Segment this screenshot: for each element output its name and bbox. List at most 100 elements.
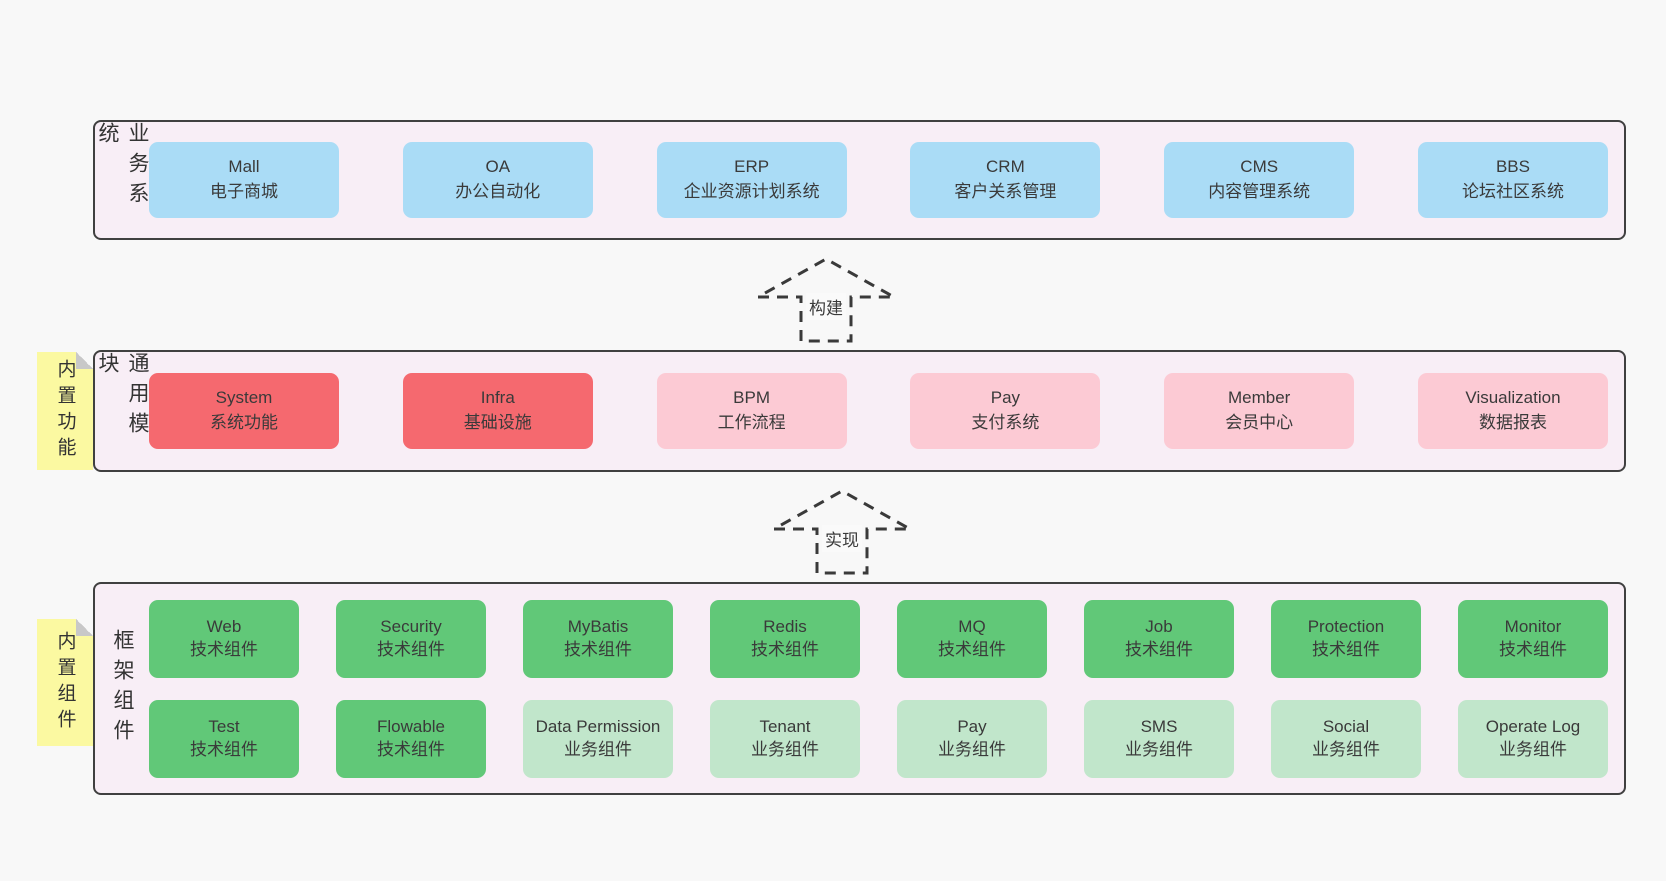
box-title: Tenant xyxy=(759,717,811,737)
box-infra: Infra 基础设施 xyxy=(402,373,593,449)
sticky-note-builtin-features: 内置功能 xyxy=(37,352,93,470)
box-title: CRM xyxy=(986,157,1025,177)
section-label-framework-components: 框架组件 xyxy=(111,628,134,749)
box-operate-log: Operate Log 业务组件 xyxy=(1458,699,1608,778)
box-title: Redis xyxy=(763,617,807,637)
box-title: CMS xyxy=(1240,157,1279,177)
box-subtitle: 办公自动化 xyxy=(455,182,541,201)
box-subtitle: 客户关系管理 xyxy=(954,182,1057,201)
box-subtitle: 论坛社区系统 xyxy=(1461,182,1564,201)
box-crm: CRM 客户关系管理 xyxy=(910,142,1101,218)
box-title: System xyxy=(215,388,273,408)
box-subtitle: 企业资源计划系统 xyxy=(683,182,820,201)
box-subtitle: 业务组件 xyxy=(1312,739,1380,759)
box-subtitle: 数据报表 xyxy=(1478,413,1547,432)
build-arrow-label: 构建 xyxy=(806,293,846,320)
box-web: Web 技术组件 xyxy=(149,599,299,678)
box-title: SMS xyxy=(1140,717,1178,737)
section-common-modules: 通用模块 System 系统功能 Infra 基础设施 BPM 工作流程 Pay… xyxy=(93,350,1626,472)
box-flowable: Flowable 技术组件 xyxy=(336,699,486,778)
box-subtitle: 技术组件 xyxy=(564,639,632,659)
box-subtitle: 技术组件 xyxy=(1499,639,1567,659)
box-title: BPM xyxy=(733,388,771,408)
sticky-note-label: 内置功能 xyxy=(54,359,76,463)
box-test: Test 技术组件 xyxy=(149,699,299,778)
box-subtitle: 技术组件 xyxy=(938,639,1006,659)
box-redis: Redis 技术组件 xyxy=(710,599,860,678)
box-subtitle: 电子商城 xyxy=(210,182,278,201)
box-bpm: BPM 工作流程 xyxy=(656,373,847,449)
box-subtitle: 业务组件 xyxy=(1499,739,1567,759)
box-subtitle: 会员中心 xyxy=(1225,413,1294,432)
implement-arrow: 实现 xyxy=(772,489,912,575)
box-social: Social 业务组件 xyxy=(1271,699,1421,778)
box-tenant: Tenant 业务组件 xyxy=(710,699,860,778)
box-pay-component: Pay 业务组件 xyxy=(897,699,1047,778)
box-title: Monitor xyxy=(1504,617,1562,637)
box-cms: CMS 内容管理系统 xyxy=(1164,142,1355,218)
box-title: Flowable xyxy=(376,717,446,737)
box-title: Pay xyxy=(957,717,987,737)
framework-row-1: Web 技术组件 Security 技术组件 MyBatis 技术组件 Redi… xyxy=(149,599,1608,678)
box-subtitle: 技术组件 xyxy=(190,739,258,759)
box-title: Social xyxy=(1322,717,1370,737)
box-mall: Mall 电子商城 xyxy=(149,142,339,218)
box-subtitle: 技术组件 xyxy=(377,739,445,759)
box-title: Job xyxy=(1145,617,1173,637)
section-business-systems: 业务系统 Mall 电子商城 OA 办公自动化 ERP 企业资源计划系统 CRM… xyxy=(93,120,1626,240)
box-title: Operate Log xyxy=(1485,717,1581,737)
box-title: Web xyxy=(206,617,242,637)
section-label-business-systems: 业务系统 xyxy=(96,122,149,212)
box-system: System 系统功能 xyxy=(149,373,339,449)
section-framework-components: 框架组件 Web 技术组件 Security 技术组件 MyBatis 技术组件… xyxy=(93,582,1626,795)
box-title: ERP xyxy=(734,157,770,177)
box-member: Member 会员中心 xyxy=(1164,373,1355,449)
sticky-note-label: 内置组件 xyxy=(54,630,76,735)
box-subtitle: 业务组件 xyxy=(751,739,819,759)
box-title: Member xyxy=(1228,388,1291,408)
box-oa: OA 办公自动化 xyxy=(402,142,593,218)
box-title: MQ xyxy=(958,617,986,637)
box-job: Job 技术组件 xyxy=(1084,599,1234,678)
sticky-note-builtin-components: 内置组件 xyxy=(37,619,93,746)
framework-row-2: Test 技术组件 Flowable 技术组件 Data Permission … xyxy=(149,699,1608,778)
box-subtitle: 内容管理系统 xyxy=(1208,182,1311,201)
box-title: Mall xyxy=(228,157,260,177)
box-subtitle: 业务组件 xyxy=(1125,739,1193,759)
box-subtitle: 技术组件 xyxy=(751,639,819,659)
box-bbs: BBS 论坛社区系统 xyxy=(1417,142,1608,218)
business-boxes-row: Mall 电子商城 OA 办公自动化 ERP 企业资源计划系统 CRM 客户关系… xyxy=(149,122,1624,238)
framework-boxes: Web 技术组件 Security 技术组件 MyBatis 技术组件 Redi… xyxy=(149,584,1624,793)
box-mybatis: MyBatis 技术组件 xyxy=(523,599,673,678)
box-title: Pay xyxy=(990,388,1021,408)
box-title: Security xyxy=(380,617,442,637)
box-title: Data Permission xyxy=(535,717,661,737)
box-title: BBS xyxy=(1495,157,1530,177)
box-protection: Protection 技术组件 xyxy=(1271,599,1421,678)
box-subtitle: 技术组件 xyxy=(377,639,445,659)
module-boxes-row: System 系统功能 Infra 基础设施 BPM 工作流程 Pay 支付系统… xyxy=(149,352,1624,470)
box-title: Visualization xyxy=(1465,388,1561,408)
box-subtitle: 系统功能 xyxy=(210,413,278,432)
box-visualization: Visualization 数据报表 xyxy=(1417,373,1608,449)
box-erp: ERP 企业资源计划系统 xyxy=(656,142,847,218)
box-title: Protection xyxy=(1307,617,1385,637)
box-title: Test xyxy=(208,717,240,737)
box-data-permission: Data Permission 业务组件 xyxy=(523,699,673,778)
box-security: Security 技术组件 xyxy=(336,599,486,678)
box-subtitle: 技术组件 xyxy=(190,639,258,659)
box-monitor: Monitor 技术组件 xyxy=(1458,599,1608,678)
build-arrow: 构建 xyxy=(756,257,896,343)
box-title: Infra xyxy=(480,388,515,408)
box-subtitle: 业务组件 xyxy=(564,739,632,759)
implement-arrow-label: 实现 xyxy=(822,525,862,552)
box-subtitle: 技术组件 xyxy=(1125,639,1193,659)
box-sms: SMS 业务组件 xyxy=(1084,699,1234,778)
box-subtitle: 工作流程 xyxy=(717,413,786,432)
box-subtitle: 基础设施 xyxy=(463,413,532,432)
box-subtitle: 支付系统 xyxy=(971,413,1040,432)
box-subtitle: 技术组件 xyxy=(1312,639,1380,659)
box-title: MyBatis xyxy=(567,617,629,637)
box-subtitle: 业务组件 xyxy=(938,739,1006,759)
section-label-common-modules: 通用模块 xyxy=(96,352,149,442)
